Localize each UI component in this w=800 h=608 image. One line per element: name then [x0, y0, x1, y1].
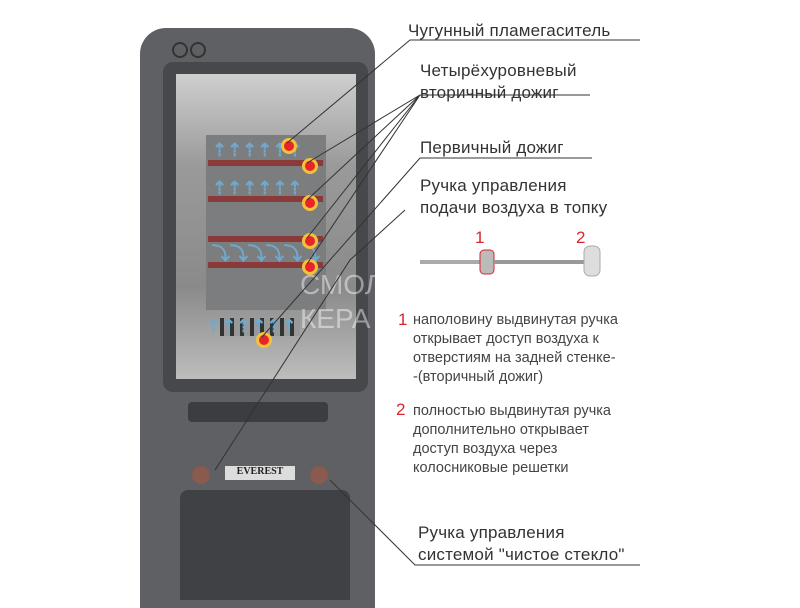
airflow-arrows: ⤵⤵⤵⤵⤵⤵ [212, 244, 320, 264]
ash-compartment [180, 490, 350, 600]
label-line: Ручка управления [418, 523, 565, 542]
top-knob-left [172, 42, 188, 58]
label-line: вторичный дожиг [420, 83, 559, 102]
label-line: подачи воздуха в топку [420, 198, 608, 217]
label-secondary-burn: Четырёхуровневый вторичный дожиг [420, 60, 577, 104]
airflow-arrows: ⇡⇡⇡⇡⇡⇡ [206, 316, 297, 336]
note-line: колосниковые решетки [413, 460, 569, 476]
airflow-arrows: ⇡⇡⇡⇡⇡⇡ [212, 140, 303, 160]
note-line: доступ воздуха через [413, 441, 558, 457]
note-line: -(вторичный дожиг) [413, 369, 544, 385]
marker-dot [256, 332, 272, 348]
note-line: дополнительно открывает [413, 422, 589, 438]
label-air-handle: Ручка управления подачи воздуха в топку [420, 175, 607, 219]
note-2-number: 2 [396, 400, 406, 419]
watermark-line: СМОЛ [300, 269, 384, 300]
note-1: наполовину выдвинутая ручка открывает дос… [413, 311, 618, 387]
secondary-air-row-1 [208, 160, 323, 166]
label-line: Четырёхуровневый [420, 61, 577, 80]
marker-dot [281, 138, 297, 154]
label-line: системой "чистое стекло" [418, 545, 625, 564]
air-handle-diagram [420, 245, 601, 277]
door-handle[interactable] [188, 402, 328, 422]
grate [220, 318, 300, 336]
note-1-number: 1 [398, 310, 408, 329]
brand-plate: EVEREST [225, 466, 295, 480]
handle-position-2: 2 [576, 228, 586, 247]
clean-glass-knob-right[interactable] [310, 466, 328, 484]
marker-dot [302, 259, 318, 275]
marker-dot [302, 158, 318, 174]
label-clean-glass: Ручка управления системой "чистое стекло" [418, 522, 625, 566]
top-knob-right [190, 42, 206, 58]
airflow-arrows: ⇡⇡⇡⇡⇡⇡ [212, 178, 303, 198]
secondary-air-row-4 [208, 262, 323, 268]
handle-position-1: 1 [475, 228, 485, 247]
label-line: Ручка управления [420, 176, 567, 195]
note-2: полностью выдвинутая ручка дополнительно … [413, 402, 611, 478]
note-line: открывает доступ воздуха к [413, 331, 599, 347]
note-line: наполовину выдвинутая ручка [413, 312, 618, 328]
clean-glass-knob-left[interactable] [192, 466, 210, 484]
secondary-air-row-2 [208, 196, 323, 202]
label-flame-baffle: Чугунный пламегаситель [408, 21, 611, 40]
note-line: отверстиям на задней стенке- [413, 350, 616, 366]
marker-dot [302, 195, 318, 211]
secondary-air-row-3 [208, 236, 323, 242]
label-primary-burn: Первичный дожиг [420, 138, 564, 157]
note-line: полностью выдвинутая ручка [413, 403, 611, 419]
watermark-line: КЕРА [300, 303, 371, 334]
